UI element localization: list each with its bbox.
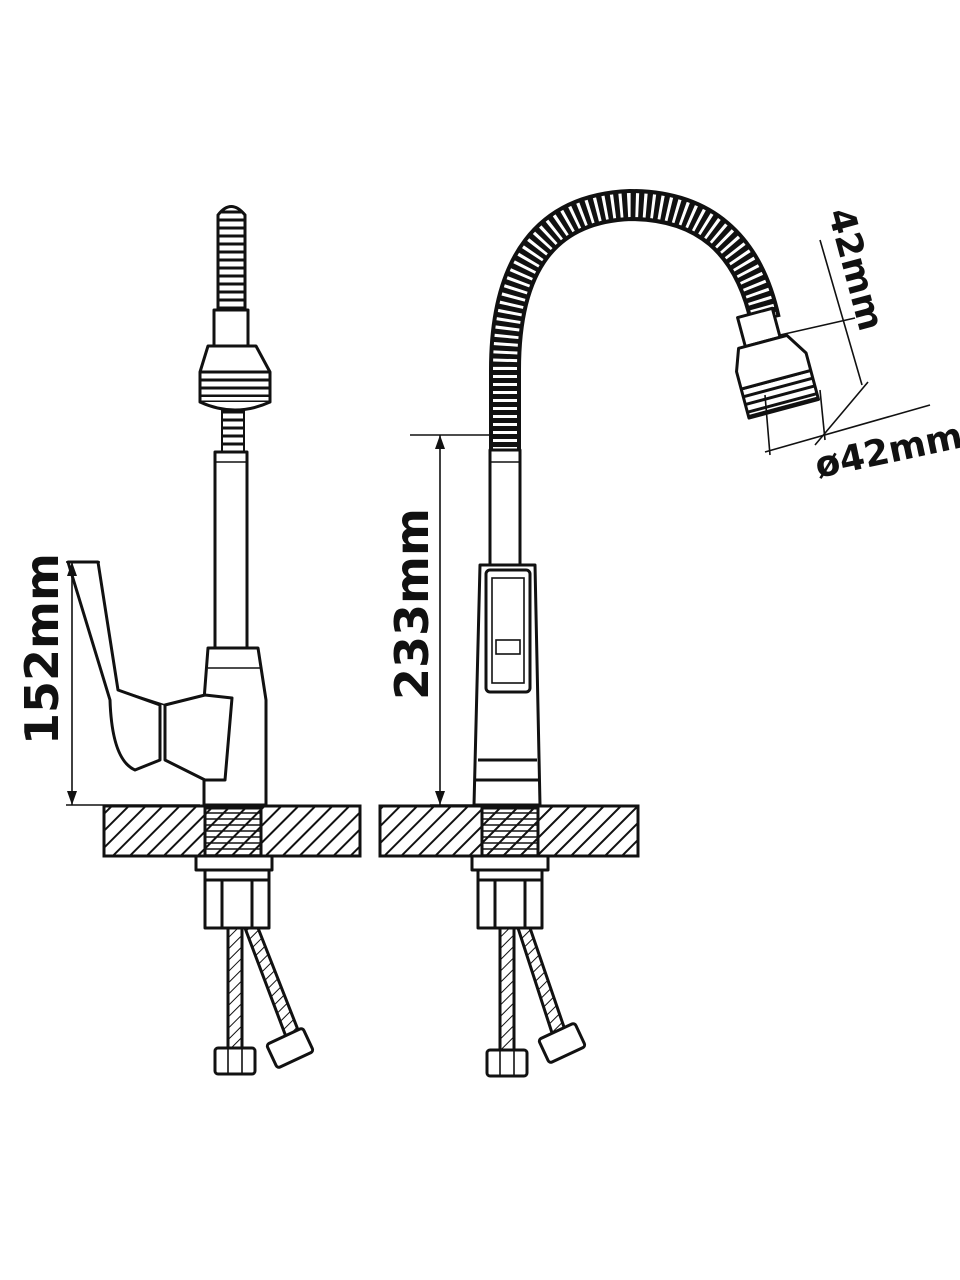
- spout-tube: [213, 450, 249, 652]
- mounting-nut: [476, 868, 544, 930]
- lever-handle: [66, 560, 234, 782]
- mounting-washer: [194, 854, 274, 872]
- hose-connector-nut: [212, 308, 250, 348]
- mounting-nut: [203, 868, 271, 930]
- flexible-spout-hose: [216, 205, 247, 312]
- dimension-head-length: 42mm: [779, 204, 891, 446]
- dimension-label-42mm: 42mm: [819, 204, 891, 335]
- faucet-body-front: [472, 563, 542, 807]
- dimension-label-152mm: 152mm: [15, 553, 69, 745]
- threaded-shank: [203, 806, 263, 862]
- dimension-label-233mm: 233mm: [385, 508, 439, 700]
- spray-head-angled: [735, 306, 821, 420]
- mounting-washer: [470, 854, 550, 872]
- flexible-spout-hose-arched: [489, 188, 781, 450]
- side-view: 152mm: [15, 205, 362, 1076]
- spout-tube: [488, 448, 522, 567]
- dimension-label-diameter-42mm: ø42mm: [811, 416, 960, 487]
- dimension-spout-height: 233mm: [385, 434, 498, 806]
- threaded-shank: [480, 806, 540, 862]
- spray-head: [198, 344, 272, 412]
- supply-hoses: [485, 926, 587, 1078]
- dimension-handle-height: 152mm: [15, 553, 200, 806]
- short-spring: [221, 409, 245, 453]
- supply-hoses: [213, 926, 315, 1076]
- front-view: 233mm 42mm ø42mm: [378, 188, 960, 1078]
